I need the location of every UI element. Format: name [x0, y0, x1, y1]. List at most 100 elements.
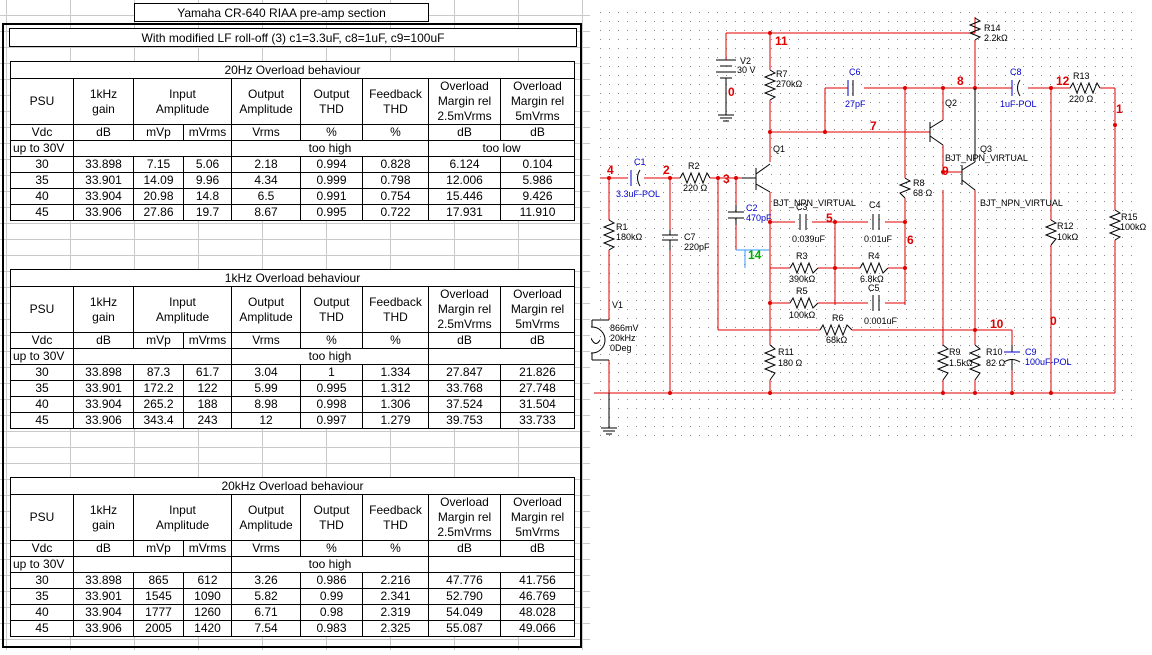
- data-cell[interactable]: 9.96: [184, 173, 232, 189]
- data-cell[interactable]: 8.67: [232, 205, 301, 221]
- unit-cell[interactable]: dB: [501, 541, 575, 557]
- flag-cell[interactable]: [74, 349, 232, 365]
- data-cell[interactable]: 33.906: [74, 413, 134, 429]
- data-cell[interactable]: 48.028: [501, 605, 575, 621]
- data-cell[interactable]: 39.753: [429, 413, 501, 429]
- data-cell[interactable]: 55.087: [429, 621, 501, 637]
- data-cell[interactable]: 865: [134, 573, 184, 589]
- data-cell[interactable]: 33.901: [74, 173, 134, 189]
- data-cell[interactable]: 33.904: [74, 397, 134, 413]
- data-cell[interactable]: 0.798: [363, 173, 429, 189]
- data-cell[interactable]: 33.906: [74, 621, 134, 637]
- column-header[interactable]: PSU: [11, 79, 74, 125]
- data-cell[interactable]: 1.312: [363, 381, 429, 397]
- data-cell[interactable]: 54.049: [429, 605, 501, 621]
- flag-cell[interactable]: [74, 557, 232, 573]
- data-cell[interactable]: 0.997: [301, 413, 363, 429]
- data-cell[interactable]: 265.2: [134, 397, 184, 413]
- data-cell[interactable]: 87.3: [134, 365, 184, 381]
- unit-cell[interactable]: dB: [74, 125, 134, 141]
- data-cell[interactable]: 2.319: [363, 605, 429, 621]
- data-cell[interactable]: 11.910: [501, 205, 575, 221]
- flag-cell[interactable]: too high: [232, 349, 429, 365]
- data-cell[interactable]: 33.733: [501, 413, 575, 429]
- data-cell[interactable]: 41.756: [501, 573, 575, 589]
- column-header[interactable]: Feedback THD: [363, 495, 429, 541]
- unit-cell[interactable]: %: [363, 125, 429, 141]
- unit-cell[interactable]: dB: [429, 125, 501, 141]
- data-cell[interactable]: 1.306: [363, 397, 429, 413]
- column-header[interactable]: Input Amplitude: [134, 287, 232, 333]
- data-cell[interactable]: 1420: [184, 621, 232, 637]
- data-cell[interactable]: 1: [301, 365, 363, 381]
- data-cell[interactable]: 45: [11, 621, 74, 637]
- data-cell[interactable]: 172.2: [134, 381, 184, 397]
- column-header[interactable]: 1kHz gain: [74, 79, 134, 125]
- data-cell[interactable]: 37.524: [429, 397, 501, 413]
- data-cell[interactable]: 5.06: [184, 157, 232, 173]
- data-cell[interactable]: 0.104: [501, 157, 575, 173]
- data-cell[interactable]: 0.994: [301, 157, 363, 173]
- flag-cell[interactable]: [429, 349, 575, 365]
- data-cell[interactable]: 0.995: [301, 381, 363, 397]
- data-cell[interactable]: 27.847: [429, 365, 501, 381]
- data-cell[interactable]: 46.769: [501, 589, 575, 605]
- data-cell[interactable]: 35: [11, 173, 74, 189]
- data-cell[interactable]: 0.998: [301, 397, 363, 413]
- data-cell[interactable]: 19.7: [184, 205, 232, 221]
- flag-cell[interactable]: too low: [429, 141, 575, 157]
- data-cell[interactable]: 1.279: [363, 413, 429, 429]
- data-cell[interactable]: 1777: [134, 605, 184, 621]
- column-header[interactable]: Overload Margin rel 5mVrms: [501, 287, 575, 333]
- data-cell[interactable]: 45: [11, 205, 74, 221]
- data-cell[interactable]: 612: [184, 573, 232, 589]
- data-cell[interactable]: 40: [11, 605, 74, 621]
- unit-cell[interactable]: dB: [501, 125, 575, 141]
- unit-cell[interactable]: %: [363, 333, 429, 349]
- data-cell[interactable]: 12: [232, 413, 301, 429]
- data-cell[interactable]: 17.931: [429, 205, 501, 221]
- data-cell[interactable]: 1545: [134, 589, 184, 605]
- column-header[interactable]: Output Amplitude: [232, 79, 301, 125]
- data-cell[interactable]: 33.901: [74, 381, 134, 397]
- data-cell[interactable]: 33.898: [74, 157, 134, 173]
- unit-cell[interactable]: dB: [429, 333, 501, 349]
- data-cell[interactable]: 61.7: [184, 365, 232, 381]
- unit-cell[interactable]: %: [363, 541, 429, 557]
- data-cell[interactable]: 2.216: [363, 573, 429, 589]
- data-cell[interactable]: 33.904: [74, 605, 134, 621]
- unit-cell[interactable]: Vdc: [11, 541, 74, 557]
- data-cell[interactable]: 122: [184, 381, 232, 397]
- data-cell[interactable]: 40: [11, 397, 74, 413]
- data-cell[interactable]: 5.82: [232, 589, 301, 605]
- unit-cell[interactable]: Vrms: [232, 541, 301, 557]
- data-cell[interactable]: 2.18: [232, 157, 301, 173]
- unit-cell[interactable]: mVrms: [184, 125, 232, 141]
- flag-cell[interactable]: [74, 141, 232, 157]
- data-cell[interactable]: 45: [11, 413, 74, 429]
- unit-cell[interactable]: Vdc: [11, 125, 74, 141]
- data-cell[interactable]: 33.898: [74, 365, 134, 381]
- column-header[interactable]: Input Amplitude: [134, 495, 232, 541]
- data-cell[interactable]: 35: [11, 381, 74, 397]
- column-header[interactable]: 1kHz gain: [74, 495, 134, 541]
- flag-cell[interactable]: too high: [232, 141, 429, 157]
- data-cell[interactable]: 1260: [184, 605, 232, 621]
- data-cell[interactable]: 0.995: [301, 205, 363, 221]
- unit-cell[interactable]: %: [301, 333, 363, 349]
- data-cell[interactable]: 31.504: [501, 397, 575, 413]
- data-cell[interactable]: 7.54: [232, 621, 301, 637]
- column-header[interactable]: Output Amplitude: [232, 495, 301, 541]
- data-cell[interactable]: 0.99: [301, 589, 363, 605]
- sheet-subtitle[interactable]: With modified LF roll-off (3) c1=3.3uF, …: [9, 28, 577, 47]
- data-cell[interactable]: 0.828: [363, 157, 429, 173]
- data-cell[interactable]: 8.98: [232, 397, 301, 413]
- data-cell[interactable]: 6.71: [232, 605, 301, 621]
- data-cell[interactable]: 5.986: [501, 173, 575, 189]
- data-cell[interactable]: 27.748: [501, 381, 575, 397]
- unit-cell[interactable]: %: [301, 541, 363, 557]
- column-header[interactable]: Output THD: [301, 495, 363, 541]
- data-cell[interactable]: 2005: [134, 621, 184, 637]
- data-cell[interactable]: 14.8: [184, 189, 232, 205]
